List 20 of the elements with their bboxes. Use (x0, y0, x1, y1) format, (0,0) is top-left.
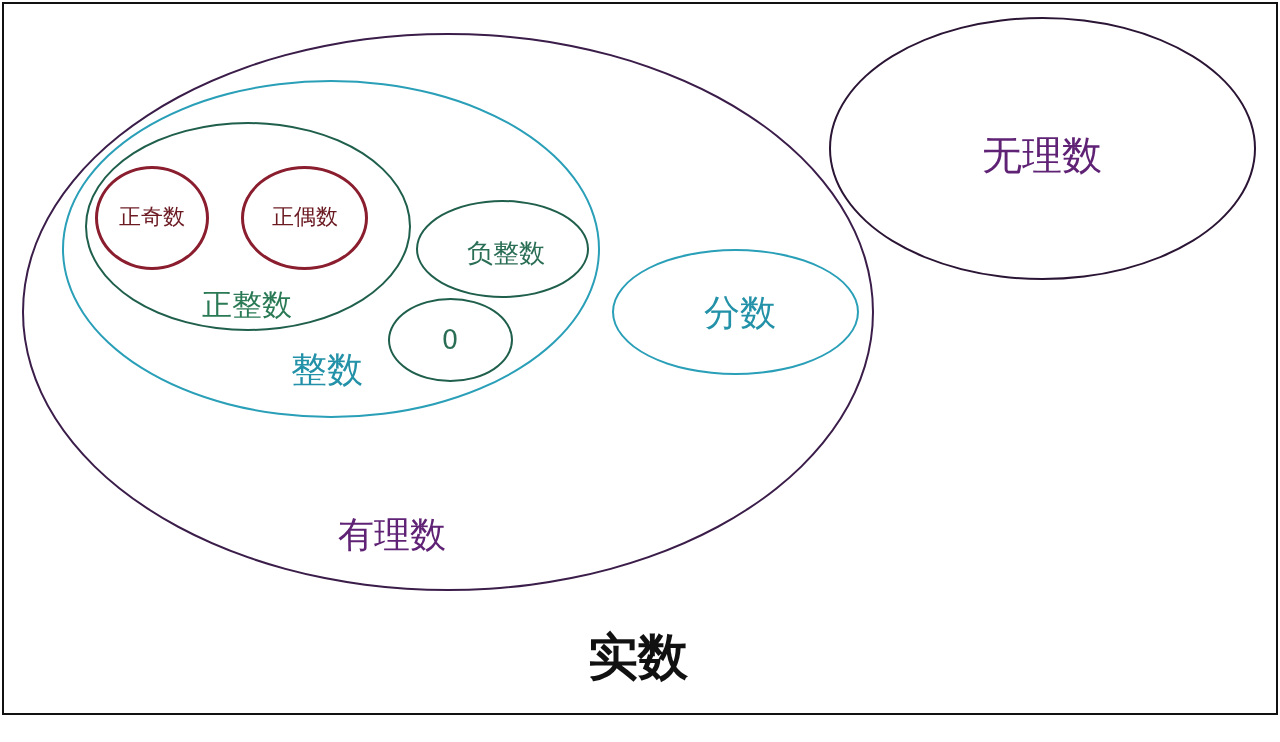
set-label: 正奇数 (119, 204, 185, 230)
set-label: 正整数 (202, 287, 292, 323)
set-ellipse (62, 80, 600, 418)
set-label: 分数 (704, 292, 776, 334)
set-label: 实数 (588, 629, 688, 687)
set-ellipse (85, 122, 411, 331)
set-label: 0 (441, 326, 459, 356)
set-ellipse (416, 200, 589, 298)
set-label: 整数 (291, 349, 363, 391)
set-label: 负整数 (467, 239, 545, 269)
set-ellipse (388, 298, 513, 382)
set-circle (241, 166, 368, 270)
set-ellipse (612, 249, 859, 375)
set-label: 正偶数 (272, 204, 338, 230)
set-label: 有理数 (338, 514, 446, 556)
set-ellipse (22, 33, 874, 591)
set-frame (2, 2, 1278, 715)
set-label: 无理数 (982, 132, 1102, 178)
set-ellipse (829, 17, 1256, 280)
set-circle (95, 166, 209, 270)
